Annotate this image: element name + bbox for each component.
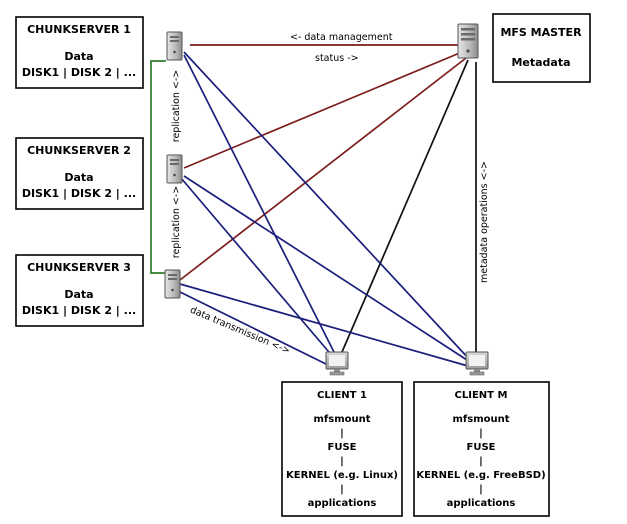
status-label: status -> <box>315 53 359 64</box>
client-1-fuse: FUSE <box>328 442 357 453</box>
chunkserver-3-title: CHUNKSERVER 3 <box>27 261 131 274</box>
chunkserver-3-box: CHUNKSERVER 3 Data DISK1 | DISK 2 | ... <box>15 254 144 327</box>
server-icon <box>457 23 479 59</box>
metadata-operations-label: metadata operations <-> <box>479 161 490 283</box>
data-link-cs2-clientm <box>183 175 471 363</box>
chunkserver-2-box: CHUNKSERVER 2 Data DISK1 | DISK 2 | ... <box>15 137 144 210</box>
client-m-box: CLIENT M mfsmount | FUSE | KERNEL (e.g. … <box>413 381 550 517</box>
data-link-cs3-client1 <box>175 289 331 367</box>
client-m-applications: applications <box>447 498 516 509</box>
client-1-kernel: KERNEL (e.g. Linux) <box>286 470 398 481</box>
client-1-separator-1: | <box>340 428 344 439</box>
client-1-separator-2: | <box>340 456 344 467</box>
chunkserver-2-title: CHUNKSERVER 2 <box>27 144 131 157</box>
server-icon <box>164 269 181 299</box>
data-transmission-label: data transmission <-> <box>188 305 291 357</box>
chunkserver-1-box: CHUNKSERVER 1 Data DISK1 | DISK 2 | ... <box>15 16 144 89</box>
metadata-link-client1 <box>341 59 469 353</box>
master-box: MFS MASTER Metadata <box>492 13 591 83</box>
management-link-cs3 <box>179 57 467 281</box>
chunkserver-2-data-label: Data <box>64 171 93 184</box>
computer-icon <box>465 351 489 376</box>
client-1-separator-3: | <box>340 484 344 495</box>
client-m-fuse: FUSE <box>467 442 496 453</box>
chunkserver-1-title: CHUNKSERVER 1 <box>27 23 131 36</box>
data-link-cs1-clientm <box>183 51 471 361</box>
chunkserver-3-data-label: Data <box>64 288 93 301</box>
management-link-cs2 <box>183 51 463 169</box>
client-m-kernel: KERNEL (e.g. FreeBSD) <box>416 470 545 481</box>
chunkserver-2-disks: DISK1 | DISK 2 | ... <box>22 187 136 200</box>
data-link-cs2-client1 <box>180 177 335 359</box>
data-link-cs1-client1 <box>183 54 337 357</box>
server-icon <box>166 31 183 61</box>
client-1-applications: applications <box>308 498 377 509</box>
chunkserver-1-data-label: Data <box>64 50 93 63</box>
client-m-separator-3: | <box>479 484 483 495</box>
connections <box>150 44 477 367</box>
data-management-label: <- data management <box>290 32 393 43</box>
client-1-mfsmount: mfsmount <box>313 414 370 425</box>
client-m-mfsmount: mfsmount <box>452 414 509 425</box>
connection-labels: <- data management status -> replication… <box>171 32 490 357</box>
chunkserver-3-disks: DISK1 | DISK 2 | ... <box>22 304 136 317</box>
chunkserver-1-disks: DISK1 | DISK 2 | ... <box>22 66 136 79</box>
computer-icon <box>325 351 349 376</box>
client-m-title: CLIENT M <box>455 390 508 401</box>
replication-label-top: replication <-> <box>171 70 182 142</box>
client-m-separator-1: | <box>479 428 483 439</box>
master-title: MFS MASTER <box>500 26 582 39</box>
replication-bracket <box>150 60 166 274</box>
master-metadata-label: Metadata <box>511 56 570 69</box>
client-1-box: CLIENT 1 mfsmount | FUSE | KERNEL (e.g. … <box>281 381 403 517</box>
data-link-cs3-clientm <box>179 283 469 367</box>
replication-label-bottom: replication <-> <box>171 186 182 258</box>
client-1-title: CLIENT 1 <box>317 390 367 401</box>
client-m-separator-2: | <box>479 456 483 467</box>
server-icon <box>166 154 183 184</box>
